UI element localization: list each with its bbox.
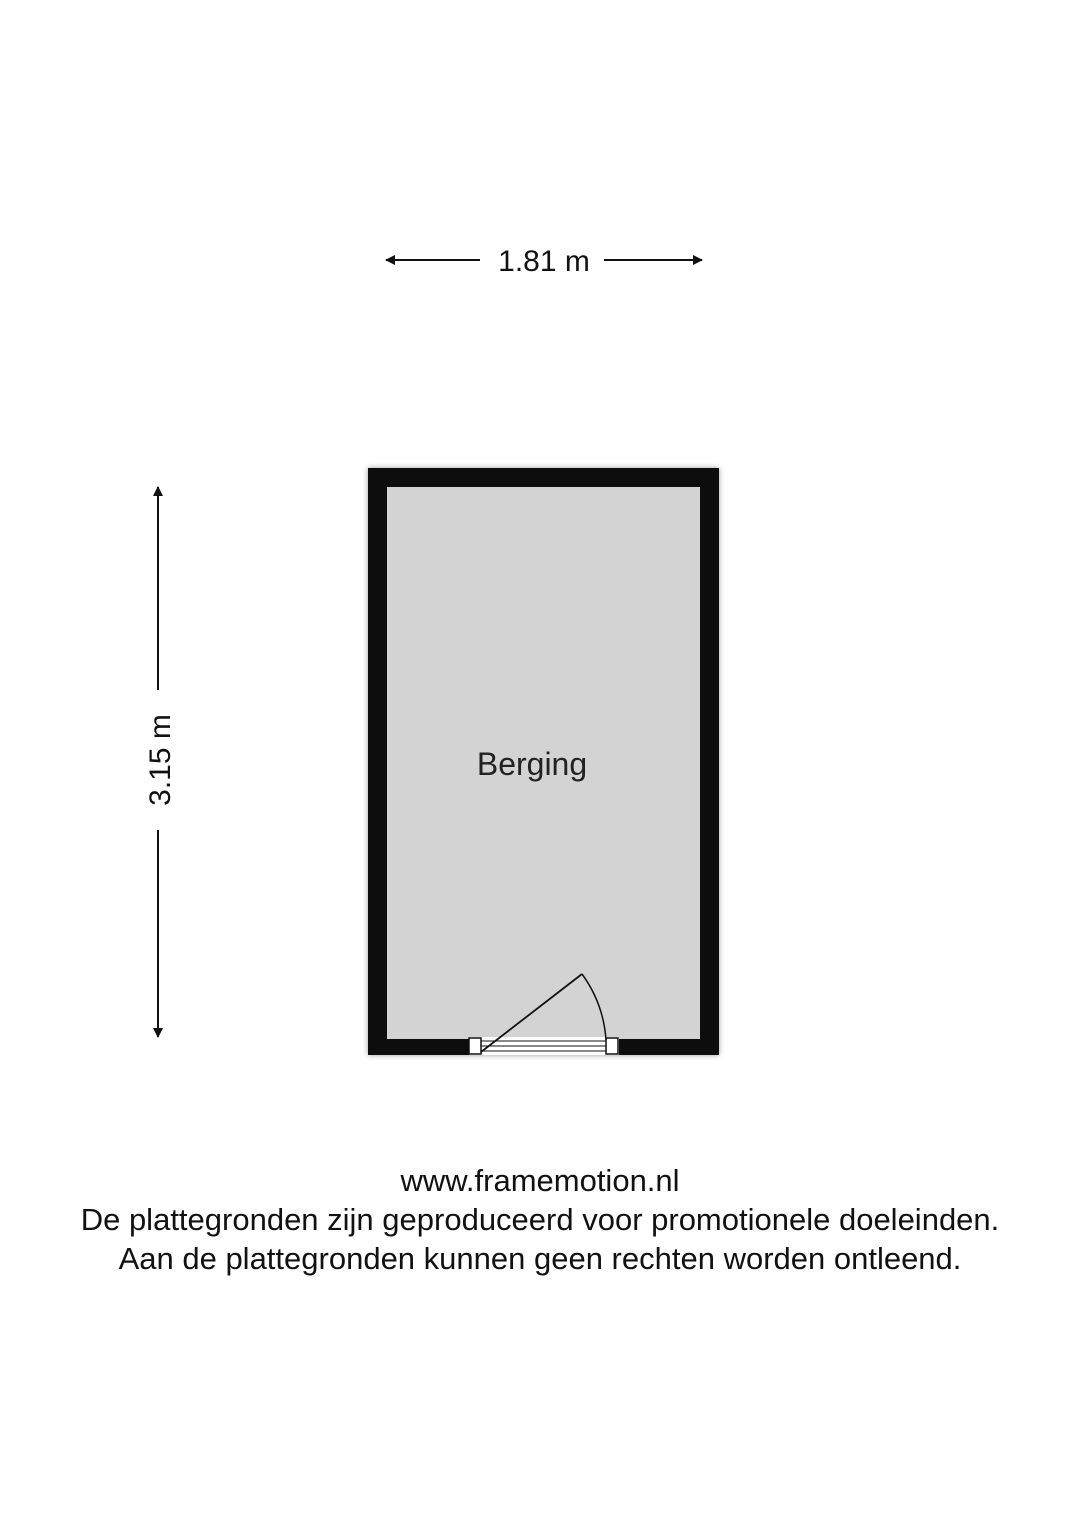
door-leaf <box>480 973 583 1053</box>
height-dimension-label: 3.15 m <box>144 714 177 806</box>
door-swing-arc <box>581 973 607 1041</box>
width-dimension: 1.81 m <box>385 245 703 278</box>
width-dimension-label: 1.81 m <box>498 245 590 278</box>
room-label: Berging <box>477 746 587 782</box>
height-dimension: 3.15 m <box>144 486 177 1038</box>
room-berging <box>368 468 719 1055</box>
door <box>468 973 619 1055</box>
footer-disclaimer-line-2: Aan de plattegronden kunnen geen rechten… <box>118 1241 962 1276</box>
footer-disclaimer-line-1: De plattegronden zijn geproduceerd voor … <box>80 1202 1000 1237</box>
room-floor <box>387 487 700 1039</box>
footer-website: www.framemotion.nl <box>400 1163 680 1198</box>
door-jamb-left <box>468 1037 482 1055</box>
door-jamb-right <box>605 1037 619 1055</box>
